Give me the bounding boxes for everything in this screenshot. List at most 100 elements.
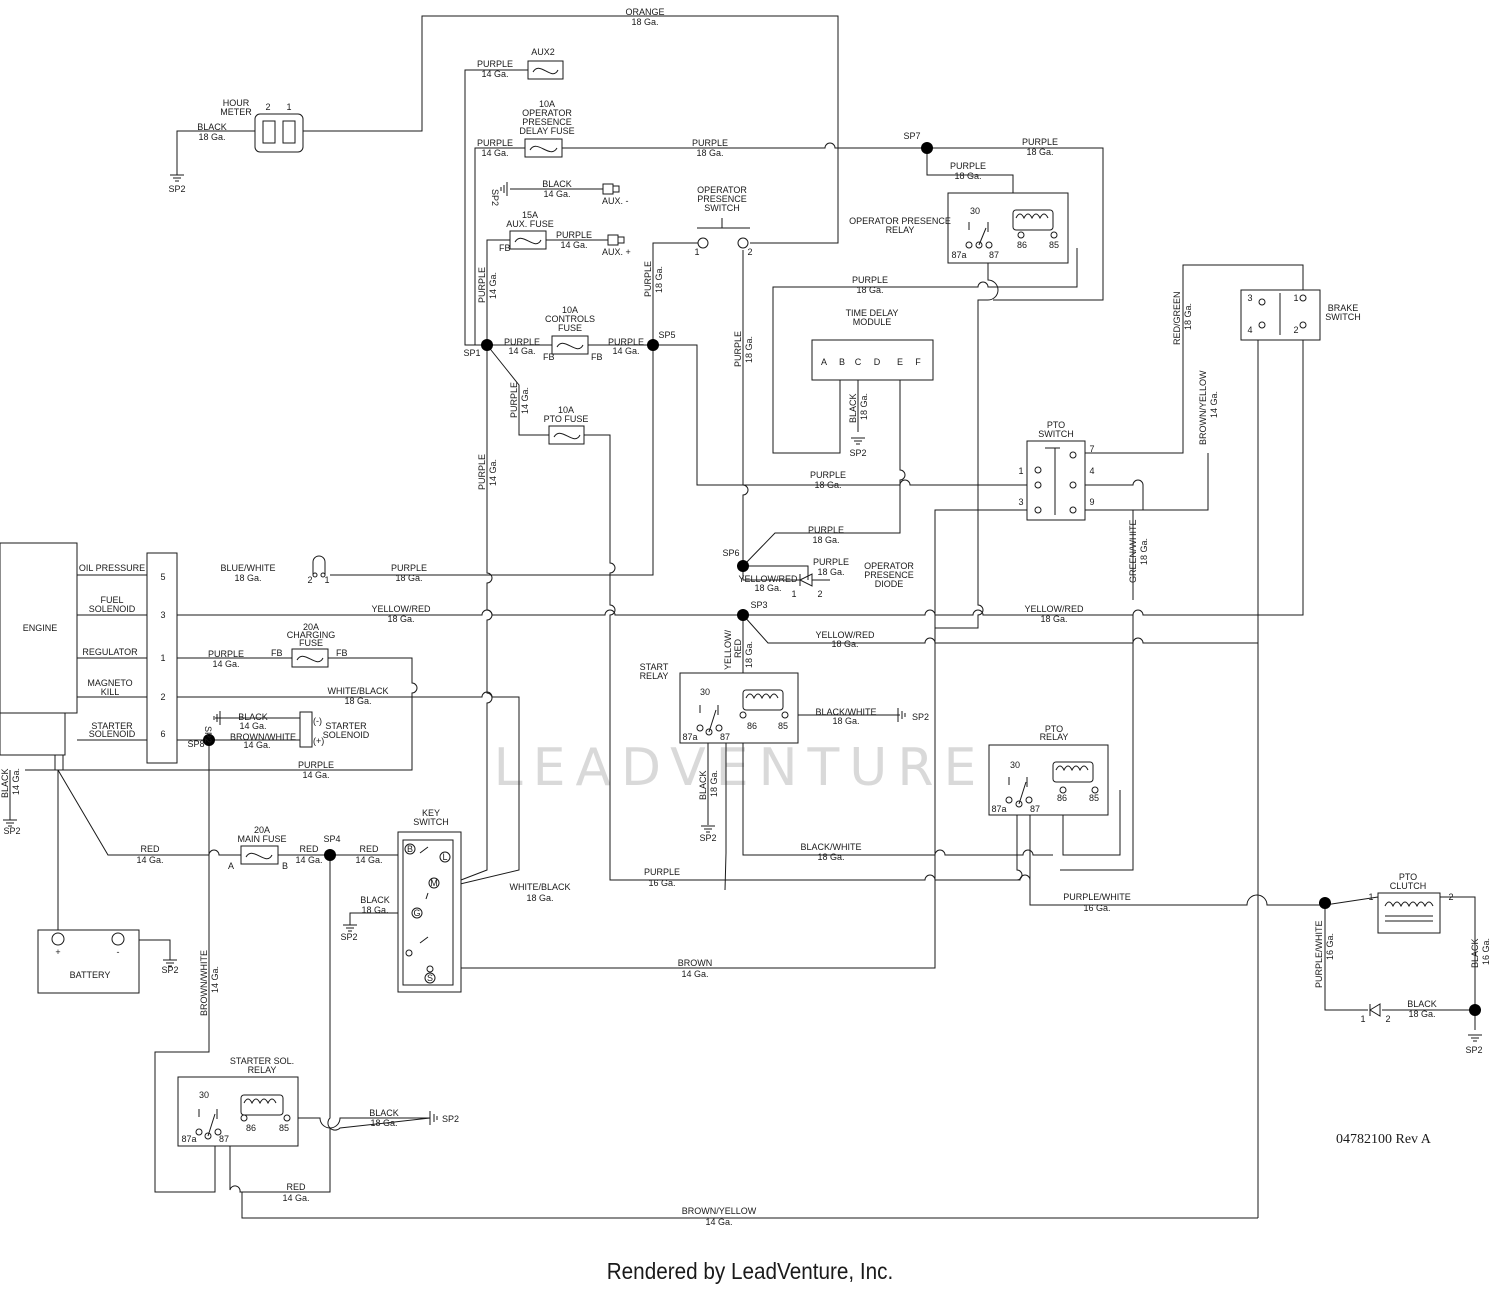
pin-label: E	[897, 357, 903, 367]
ground-label: SP2	[912, 712, 929, 722]
switch-label: KEY	[422, 808, 440, 818]
pin-label: 9	[1089, 497, 1094, 507]
pin-label: 85	[1089, 793, 1099, 803]
switch-label: BRAKE	[1328, 303, 1359, 313]
wire-gauge: 18 Ga.	[1183, 303, 1193, 330]
splice-points	[203, 142, 1481, 1016]
operator-presence-diode	[798, 573, 830, 587]
pin-label: C	[855, 357, 862, 367]
part-number: 04782100 Rev A	[1336, 1132, 1431, 1147]
pin-label: 87a	[991, 804, 1006, 814]
wire-label: YELLOW/	[723, 629, 733, 670]
wire-gauge: 18 Ga.	[856, 285, 883, 295]
terminal-label: (+)	[313, 736, 324, 746]
pto-switch	[1026, 440, 1086, 521]
wire-label: PURPLE	[208, 649, 244, 659]
engine-lead-label: SOLENOID	[89, 729, 136, 739]
fuse-label: FUSE	[558, 323, 582, 333]
wire-label: RED/GREEN	[1172, 291, 1182, 345]
wire-label: GREEN/WHITE	[1128, 519, 1138, 583]
fuse-label: AUX. FUSE	[506, 219, 554, 229]
pin-label: 85	[1049, 240, 1059, 250]
pin-label: 2	[160, 692, 165, 702]
engine-lead-label: MAGNETO	[87, 678, 132, 688]
ground-label: SP2	[203, 726, 213, 743]
wire-gauge: 14 Ga.	[560, 240, 587, 250]
wire-label: YELLOW/RED	[738, 574, 798, 584]
wire-label: RED	[359, 844, 379, 854]
ground-symbols	[3, 174, 1482, 1125]
fuse-label: 15A	[522, 210, 538, 220]
wire-gauge: 16 Ga.	[648, 878, 675, 888]
pin-label: 5	[160, 572, 165, 582]
oil-pressure-bulb	[312, 555, 326, 578]
pin-label: 4	[1247, 325, 1252, 335]
wire-label: BLACK	[238, 712, 268, 722]
wire-gauge: 14 Ga.	[488, 459, 498, 486]
engine-lead-label: STARTER	[91, 721, 133, 731]
wire-gauge: 18 Ga.	[387, 614, 414, 624]
hour-meter-label: METER	[220, 107, 252, 117]
wire-label: BLACK	[369, 1108, 399, 1118]
switch-label: OPERATOR	[697, 185, 747, 195]
wire-label: PURPLE	[733, 331, 743, 367]
pin-label: 86	[1017, 240, 1027, 250]
wire-label: PURPLE	[643, 261, 653, 297]
fuse-label: 10A	[562, 305, 578, 315]
pin-label: 1	[694, 247, 699, 257]
wire-label: PURPLE	[504, 337, 540, 347]
ground-label: SP2	[490, 189, 500, 206]
fuse-terminal: FB	[499, 243, 511, 253]
splice-label: SP6	[722, 548, 739, 558]
aux-fuse	[509, 230, 547, 250]
wire-label: BLACK/WHITE	[800, 842, 861, 852]
wire-label: PURPLE	[810, 470, 846, 480]
pin-label: 2	[747, 247, 752, 257]
wire-label: PURPLE	[852, 275, 888, 285]
fuse-terminal: FB	[591, 352, 603, 362]
wire-label: PURPLE	[477, 138, 513, 148]
wire-label: RED	[299, 844, 319, 854]
wires	[9, 15, 1476, 1219]
splice-label: SP5	[658, 330, 675, 340]
wire-label: BLACK	[360, 895, 390, 905]
pin-label: B	[839, 357, 845, 367]
wire-label: BROWN	[678, 958, 713, 968]
wire-label: PURPLE	[477, 267, 487, 303]
diode-label: OPERATOR	[864, 561, 914, 571]
pin-label: 2	[1293, 325, 1298, 335]
pin-label: 1	[286, 102, 291, 112]
key-terminal: M	[430, 878, 438, 888]
wire-label: BROWN/YELLOW	[1198, 370, 1208, 445]
key-switch	[397, 831, 462, 993]
wire-gauge: 18 Ga.	[709, 770, 719, 797]
terminal-label: (-)	[313, 716, 322, 726]
wire-gauge: 14 Ga.	[210, 966, 220, 993]
solenoid-label: SOLENOID	[323, 730, 370, 740]
pin-label: 85	[778, 721, 788, 731]
fuse-terminal: B	[282, 861, 288, 871]
pin-label: 2	[1448, 892, 1453, 902]
pin-label: F	[915, 357, 921, 367]
ground-label: SP2	[3, 826, 20, 836]
fuse-label: DELAY FUSE	[519, 126, 574, 136]
wire-label: PURPLE	[608, 337, 644, 347]
operator-presence-switch	[697, 218, 750, 249]
wire-gauge: 14 Ga.	[295, 855, 322, 865]
relay-label: PTO	[1045, 724, 1063, 734]
fuse-label: CHARGING	[287, 630, 336, 640]
wire-label: PURPLE	[813, 557, 849, 567]
labels: ORANGE 18 Ga. HOUR METER 2 1 BLACK 18 Ga…	[0, 7, 1491, 1227]
fuse-label: AUX2	[531, 47, 555, 57]
pin-label: 1	[160, 653, 165, 663]
pin-label: 1	[1018, 466, 1023, 476]
main-fuse	[240, 845, 279, 865]
fuse-label: 20A	[303, 622, 319, 632]
watermark: LEADVENTURE	[494, 738, 987, 798]
pin-label: 3	[160, 610, 165, 620]
fuse-label: PRESENCE	[522, 117, 572, 127]
connector-label: AUX. -	[602, 196, 629, 206]
wire-gauge: 18 Ga.	[234, 573, 261, 583]
module-label: TIME DELAY	[846, 308, 899, 318]
wire-label: BLACK	[1470, 938, 1480, 968]
